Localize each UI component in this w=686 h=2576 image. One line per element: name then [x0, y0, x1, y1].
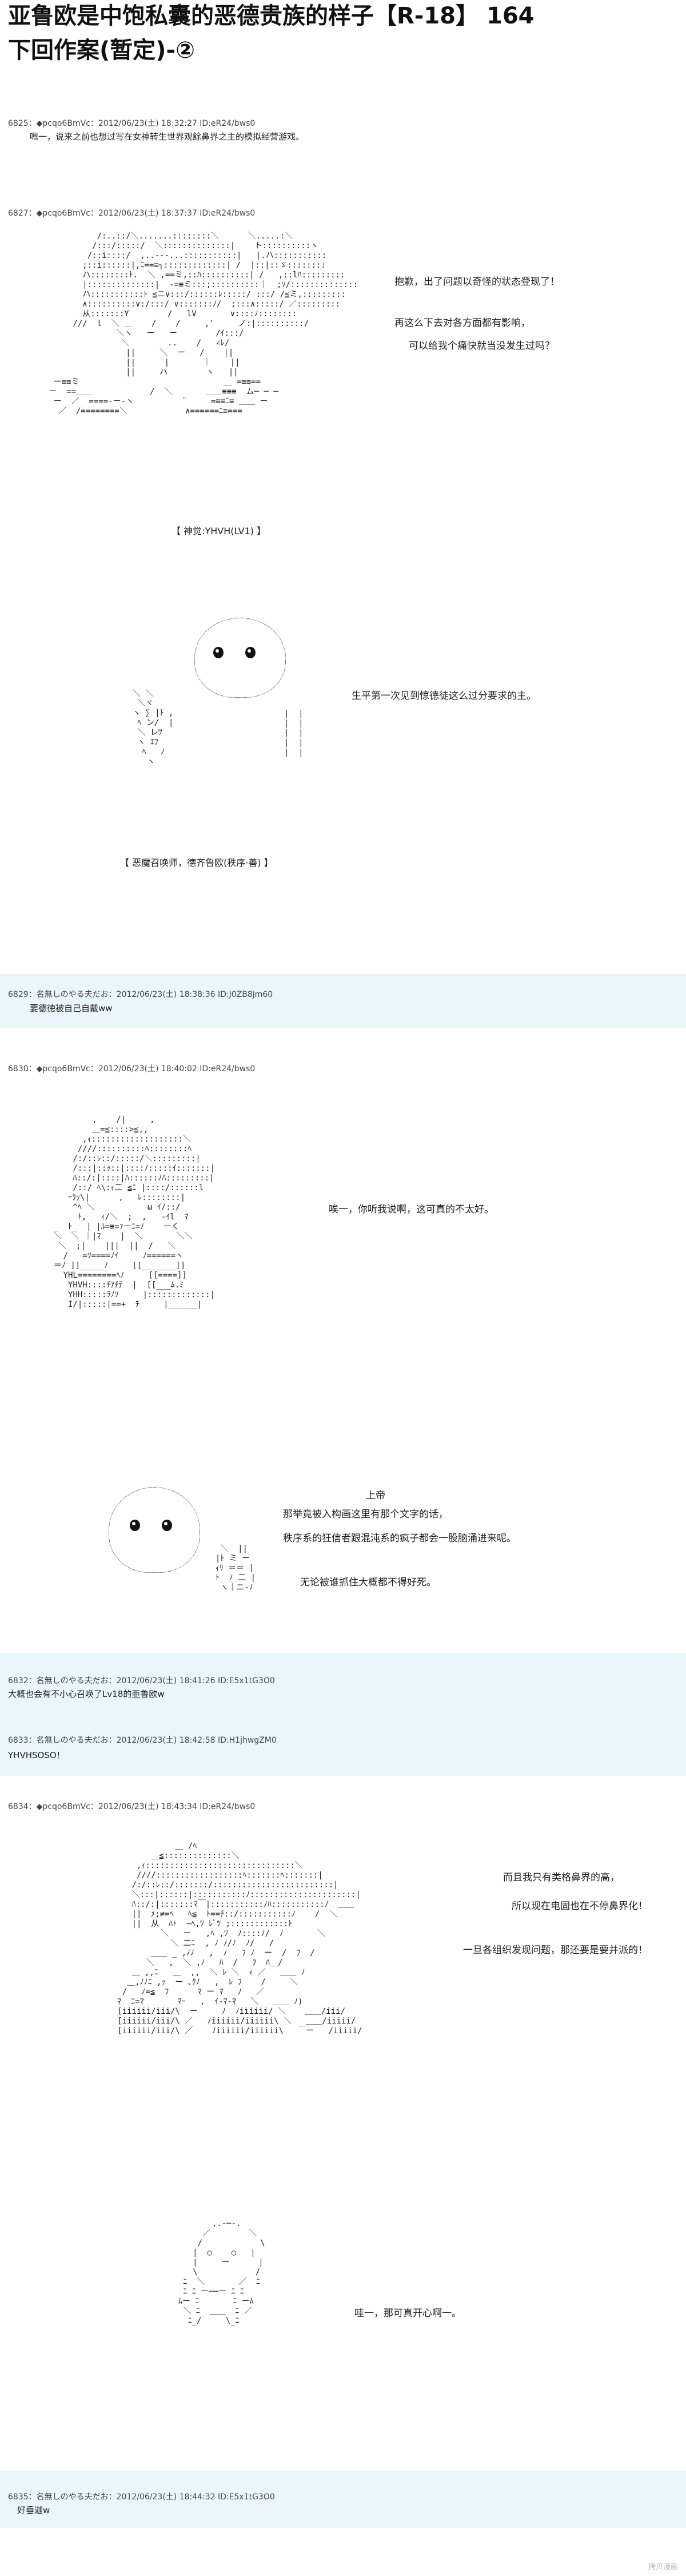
post-body: 嗯一，说来之前也想过写在女神转生世界观餘鼻界之主的模拟经营游戏。	[30, 132, 305, 142]
watermark: 拷贝漫画	[648, 2563, 678, 2571]
post-body: 要德徳被自己自戴ww	[30, 1003, 113, 1013]
dialogue-line: 抱歉，出了问题以奇怪的状态登现了！	[394, 276, 560, 288]
page-subtitle: 下回作案(暂定)-②	[8, 37, 196, 63]
eye-icon	[213, 647, 224, 658]
dialogue-line: 无论被谁抓住大概都不得好死。	[300, 1577, 436, 1588]
yaruo-ascii-art: ,.-─-. ／ ＼ / \ | ○ ○ | | ー | \ / ﾆ ＼ ／ ﾆ…	[178, 2219, 265, 2325]
demon-arm-ascii-art: ＼ ＼ ＼ヾ ヽ ∑ |ﾄ , ﾍ ン/ | ＼ レﾂ ヽ ｴﾌ ﾍ ﾉ ヽ	[132, 689, 174, 766]
dialogue-line: 哇一，那可真开心啊一。	[354, 2308, 461, 2319]
page-title: 亚鲁欧是中饱私囊的恶德贵族的样子【R-18】 164	[8, 3, 535, 29]
dialogue-line: 唉一，你听我说啊，这可真的不太好。	[329, 1204, 494, 1215]
demon-body-ascii-art: ＼ || |ﾄ ミ ー ｨﾘ ＝＝ | ﾄ ﾉ 二 | ヽ｜ニ-ﾉ	[215, 1544, 256, 1592]
post-header: 6832：名無しのやる夫だお：2012/06/23(土) 18:41:26 ID…	[8, 1676, 275, 1685]
post-header: 6825：◆pcqo6BmVc：2012/06/23(土) 18:32:27 I…	[8, 119, 256, 128]
reply-band	[0, 1653, 686, 1776]
post-header: 6830：◆pcqo6BmVc：2012/06/23(土) 18:40:02 I…	[8, 1064, 256, 1074]
post-body: 大概也会有不小心召唤了Lv18的亜鲁欧w	[8, 1689, 165, 1699]
eye-icon	[245, 647, 256, 658]
post-body: YHVHSOSO！	[8, 1750, 65, 1760]
eye-icon	[130, 1520, 140, 1531]
god-ascii-art: , /| , ＿=≦::::>≦,, ,ｨ:::::::::::::::::::…	[53, 1115, 216, 1309]
dialogue-line: 上帝	[366, 1490, 385, 1501]
post-body: 好垂迦w	[17, 2505, 50, 2515]
reply-band	[0, 974, 686, 1028]
yhvh-ascii-art: /:..::/＼.......::::::::＼ ＼.....:＼ /:::/:…	[49, 232, 358, 416]
post-header: 6835：名無しのやる夫だお：2012/06/23(土) 18:44:32 ID…	[8, 2492, 275, 2502]
reply-band	[0, 2471, 686, 2528]
dialogue-line: 那举竟被入构画这里有那个文字的话，	[283, 1509, 448, 1520]
dialogue-line: 秩序系的狂信者跟混沌系的疯子都会一股脑涌进来呢。	[283, 1533, 516, 1544]
dialogue-line: 一旦各组织发现问题，那还要是要并派的！	[463, 1945, 648, 1956]
dialogue-line: 而且我只有类格鼻界的高，	[503, 1872, 620, 1883]
yaruo-face	[194, 618, 286, 698]
post-header: 6834：◆pcqo6BmVc：2012/06/23(土) 18:43:34 I…	[8, 1802, 256, 1811]
crowd-ascii-art: ＿ /ﾍ ＿≦::::::::::::::＼ ,ｨ:::::::::::::::…	[117, 1842, 362, 2036]
dialogue-line: 可以给我个痛快就当没发生过吗？	[409, 340, 555, 352]
post-header: 6833：名無しのやる夫だお：2012/06/23(土) 18:42:58 ID…	[8, 1736, 277, 1745]
post-header: 6829：名無しのやる夫だお：2012/06/23(土) 18:38:36 ID…	[8, 990, 273, 999]
dialogue-line: 所以现在电固也在不停鼻界化！	[512, 1901, 648, 1912]
character-label: 【 神觉:YHVH(LV1) 】	[172, 526, 266, 536]
demon-body-ascii-art: | | | | | | | | | |	[284, 709, 304, 757]
character-label: 【 恶魔召唤师，德齐鲁欧(秩序·善) 】	[120, 857, 273, 868]
dialogue-line: 生平第一次见到惊徳徒这么过分要求的主。	[352, 690, 536, 702]
post-header: 6827：◆pcqo6BmVc：2012/06/23(土) 18:37:37 I…	[8, 209, 256, 218]
dialogue-line: 再这么下去对各方面都有影响，	[394, 317, 531, 329]
eye-icon	[162, 1520, 172, 1531]
yaruo-face	[109, 1487, 200, 1573]
